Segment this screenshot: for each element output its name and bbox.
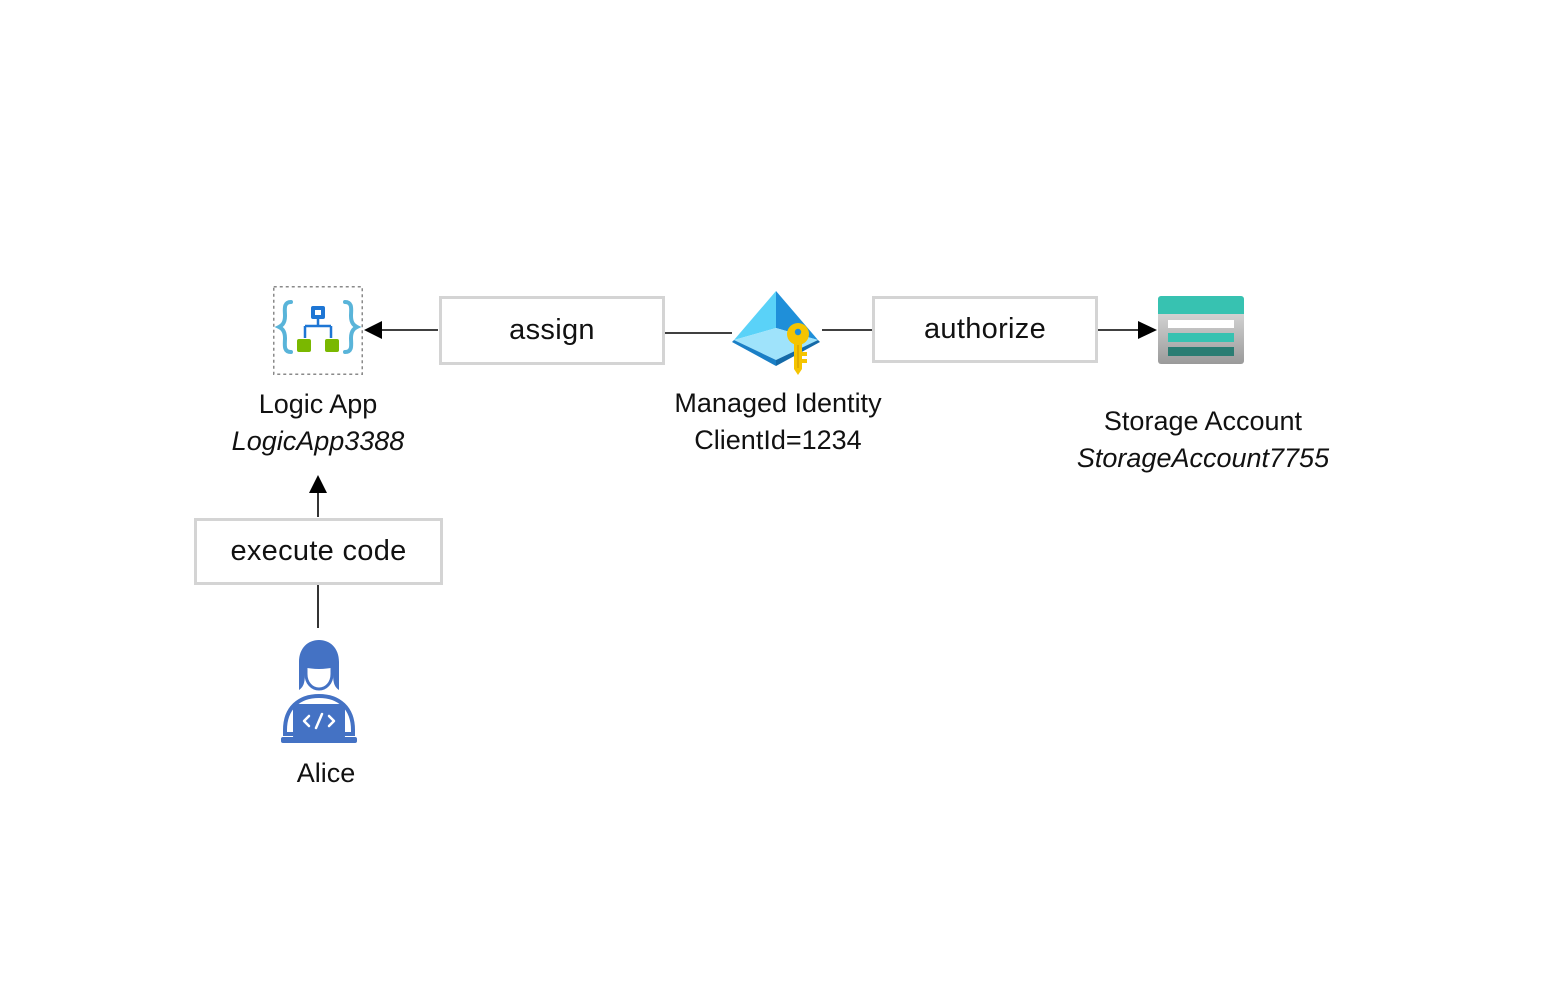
- managed-identity-title: Managed Identity: [674, 388, 882, 418]
- execute-code-box: execute code: [194, 518, 443, 585]
- logic-app-label: Logic App LogicApp3388: [213, 386, 423, 460]
- storage-account-icon: [1158, 296, 1244, 364]
- alice-label: Alice: [256, 755, 396, 792]
- arrowhead-logic-app-up: [309, 475, 327, 493]
- logic-app-icon: [273, 286, 363, 375]
- authorize-label: authorize: [924, 313, 1046, 345]
- assign-label: assign: [509, 314, 595, 346]
- arrowhead-storage: [1138, 321, 1157, 339]
- storage-account-title: Storage Account: [1103, 406, 1303, 436]
- execute-code-label: execute code: [230, 535, 407, 567]
- storage-account-label: Storage Account StorageAccount7755: [1063, 403, 1343, 477]
- arrowhead-logic-app: [364, 321, 382, 339]
- developer-user-icon: [279, 638, 359, 744]
- managed-identity-name: ClientId=1234: [694, 425, 862, 455]
- assign-box: assign: [439, 296, 665, 365]
- managed-identity-label: Managed Identity ClientId=1234: [648, 385, 908, 459]
- logic-app-name: LogicApp3388: [231, 426, 405, 456]
- storage-account-name: StorageAccount7755: [1076, 443, 1330, 473]
- logic-app-title: Logic App: [258, 389, 378, 419]
- alice-name: Alice: [296, 758, 356, 788]
- managed-identity-key-icon: [732, 290, 822, 376]
- authorize-box: authorize: [872, 296, 1098, 363]
